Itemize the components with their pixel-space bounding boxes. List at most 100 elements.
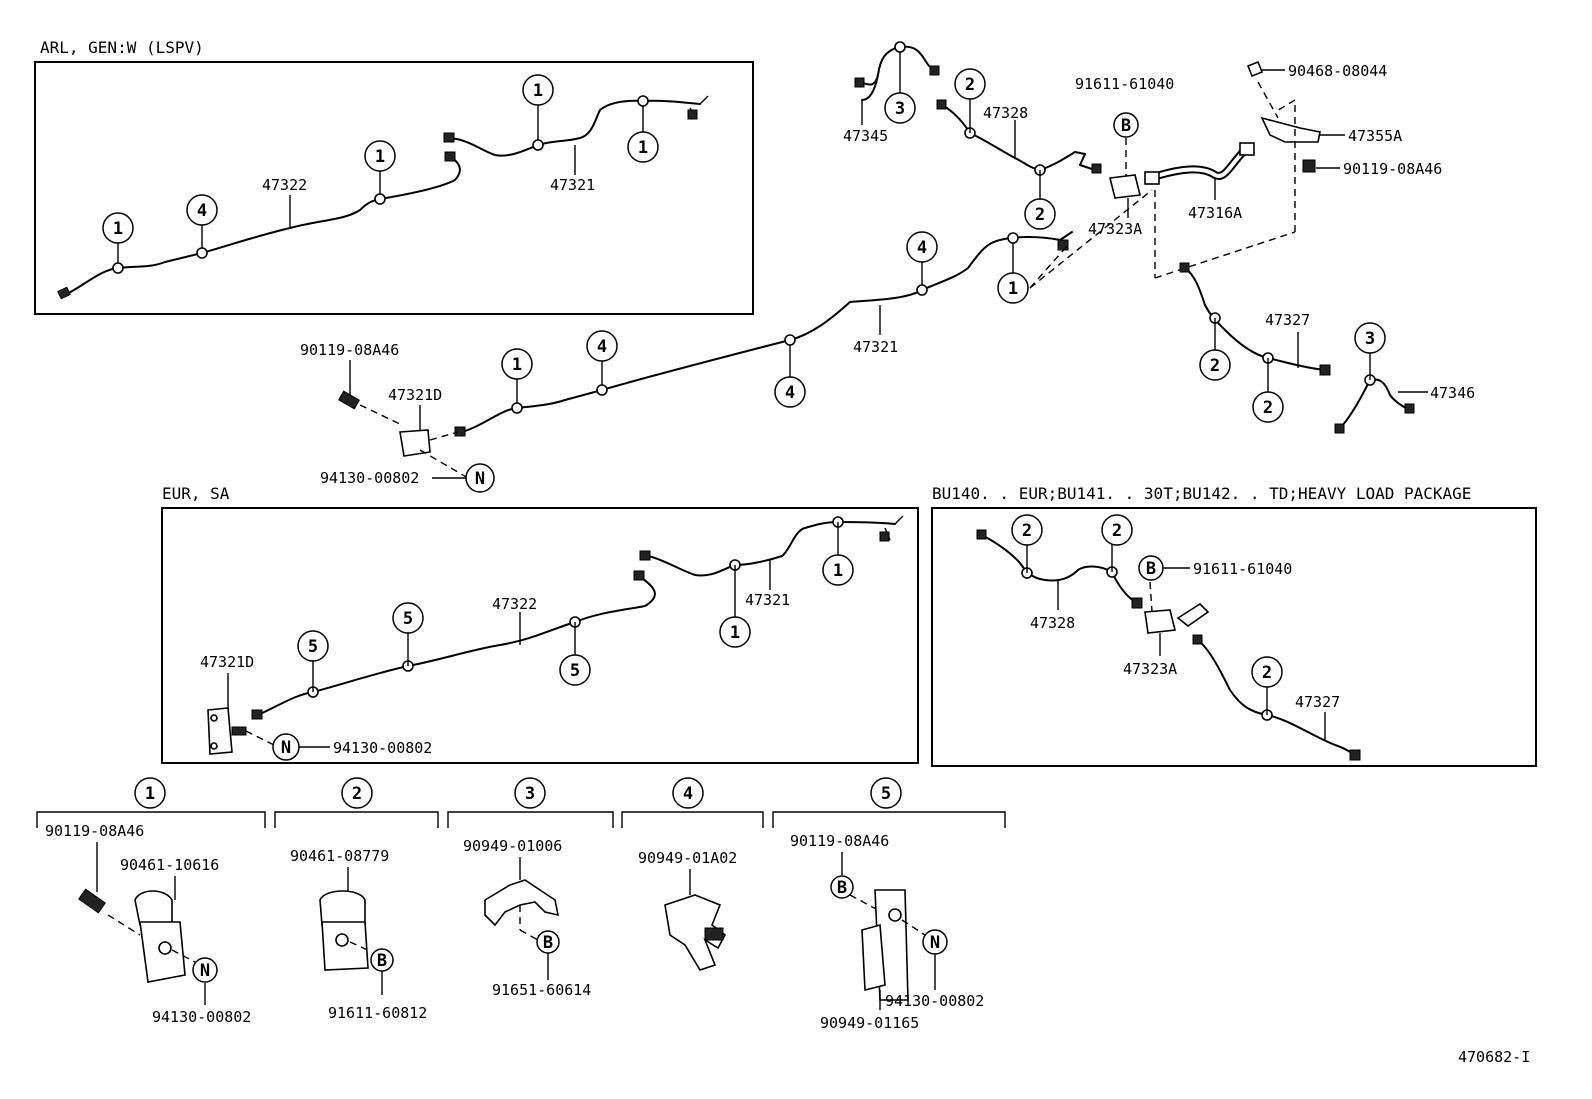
svg-text:2: 2 [352,784,362,804]
svg-text:2: 2 [1262,663,1272,683]
clamp-clip-icon [861,923,886,992]
figure-id: 470682-I [1458,1048,1530,1066]
label-91611-61040-top: 91611-61040 [1075,75,1174,93]
label-94130-00802-d5: 94130-00802 [885,992,984,1010]
svg-text:1: 1 [113,219,123,239]
valve-port-icon [1176,602,1210,627]
callout-2: 2 [341,777,373,809]
label-90949-01006: 90949-01006 [463,837,562,855]
tube-end-fitting [633,570,645,581]
label-90461-08779: 90461-08779 [290,847,389,865]
svg-text:4: 4 [197,201,207,221]
svg-text:B: B [543,933,553,953]
label-90119-08a46-top: 90119-08A46 [1343,160,1442,178]
tube-end-fitting [444,151,456,162]
svg-text:1: 1 [730,623,740,643]
clamp-clip-icon [319,890,366,926]
svg-text:B: B [837,878,847,898]
tube-end-fitting [976,529,987,540]
label-90949-01165: 90949-01165 [820,1014,919,1032]
callout-3: 3 [884,92,916,124]
callout-5: 5 [392,602,424,634]
callout-2: 2 [954,68,986,100]
detail-2-clamp: 90461-08779 91611-60812 [290,847,427,1022]
label-47328-top: 47328 [983,104,1028,122]
svg-text:1: 1 [512,355,522,375]
label-47321d-main: 47321D [388,386,442,404]
tube-end-fitting [454,426,466,437]
svg-text:1: 1 [1008,279,1018,299]
section-label-bu: BU140. . EUR;BU141. . 30T;BU142. . TD;HE… [932,484,1471,503]
svg-text:B: B [1146,559,1156,579]
label-90461-10616: 90461-10616 [120,856,219,874]
tube-end-fitting [854,77,865,88]
bracket-47355a-icon [1260,116,1321,143]
detail-5-clamp: 90119-08A46 94130-00802 90949-01165 [790,832,984,1032]
svg-text:4: 4 [597,337,607,357]
label-47322-eur: 47322 [492,595,537,613]
tube-end-fitting [443,132,455,143]
svg-text:2: 2 [1035,205,1045,225]
arl-section-frame [34,61,754,315]
bu-section-frame [931,507,1537,767]
callout-2: 2 [1251,656,1283,688]
tube-end-fitting [639,550,651,561]
detail-4-clamp: 90949-01A02 [638,849,737,971]
label-47345: 47345 [843,127,888,145]
label-94130-00802-eur: 94130-00802 [333,739,432,757]
tube-end-fitting [1404,403,1415,414]
tube-end-fitting [687,109,698,120]
label-91611-60812: 91611-60812 [328,1004,427,1022]
tube-47328-top [936,98,1102,200]
callout-4: 4 [672,777,704,809]
svg-text:4: 4 [683,784,693,804]
svg-text:B: B [1121,116,1131,136]
svg-text:4: 4 [917,238,927,258]
svg-text:2: 2 [1112,521,1122,541]
callout-2: 2 [1252,391,1284,423]
bu-tube-47327 [1192,634,1361,761]
callout-1: 1 [997,272,1029,304]
tube-end-fitting [251,709,263,720]
label-90119-08a46-d5: 90119-08A46 [790,832,889,850]
clamp-icon [484,879,560,927]
label-47328-bu: 47328 [1030,614,1075,632]
svg-text:5: 5 [308,637,318,657]
label-90949-01a02: 90949-01A02 [638,849,737,867]
valve-47323a-icon [1109,174,1141,199]
callout-markers: 1 4 1 1 1 1 4 4 4 1 N 3 2 2 B 2 2 3 5 5 … [102,68,1386,983]
callout-5: 5 [297,630,329,662]
label-90119-08a46-main: 90119-08A46 [300,341,399,359]
callout-4: 4 [906,231,938,263]
callout-2: 2 [1024,198,1056,230]
label-47321-main: 47321 [853,338,898,356]
main-brake-tube-47321 [454,231,1073,437]
callout-b: B [1113,112,1139,138]
tube-end-fitting [1091,163,1102,174]
callout-n: N [272,733,300,761]
callout-b: B [1138,555,1164,581]
tube-end-fitting [1192,634,1203,645]
tube-47346 [1334,352,1428,434]
tube-47327-top [1179,262,1331,394]
hose-fitting-icon [1144,171,1160,185]
tube-47345 [854,41,940,125]
label-47321-eur: 47321 [745,591,790,609]
svg-text:2: 2 [965,75,975,95]
label-90468-08044: 90468-08044 [1288,62,1387,80]
arl-brake-tube-47321 [443,95,709,157]
svg-text:1: 1 [833,561,843,581]
callout-3: 3 [1354,322,1386,354]
tube-end-fitting [936,99,947,110]
callout-1: 1 [822,554,854,586]
label-47346: 47346 [1430,384,1475,402]
callout-1: 1 [501,348,533,380]
label-47316a: 47316A [1188,204,1242,222]
label-94130-00802-main: 94130-00802 [320,469,419,487]
eur-sa-section-frame [161,507,919,764]
bolt-icon [338,390,360,410]
hose-47316a [1144,142,1255,200]
bolt-icon [231,726,247,736]
callout-2: 2 [1011,514,1043,546]
